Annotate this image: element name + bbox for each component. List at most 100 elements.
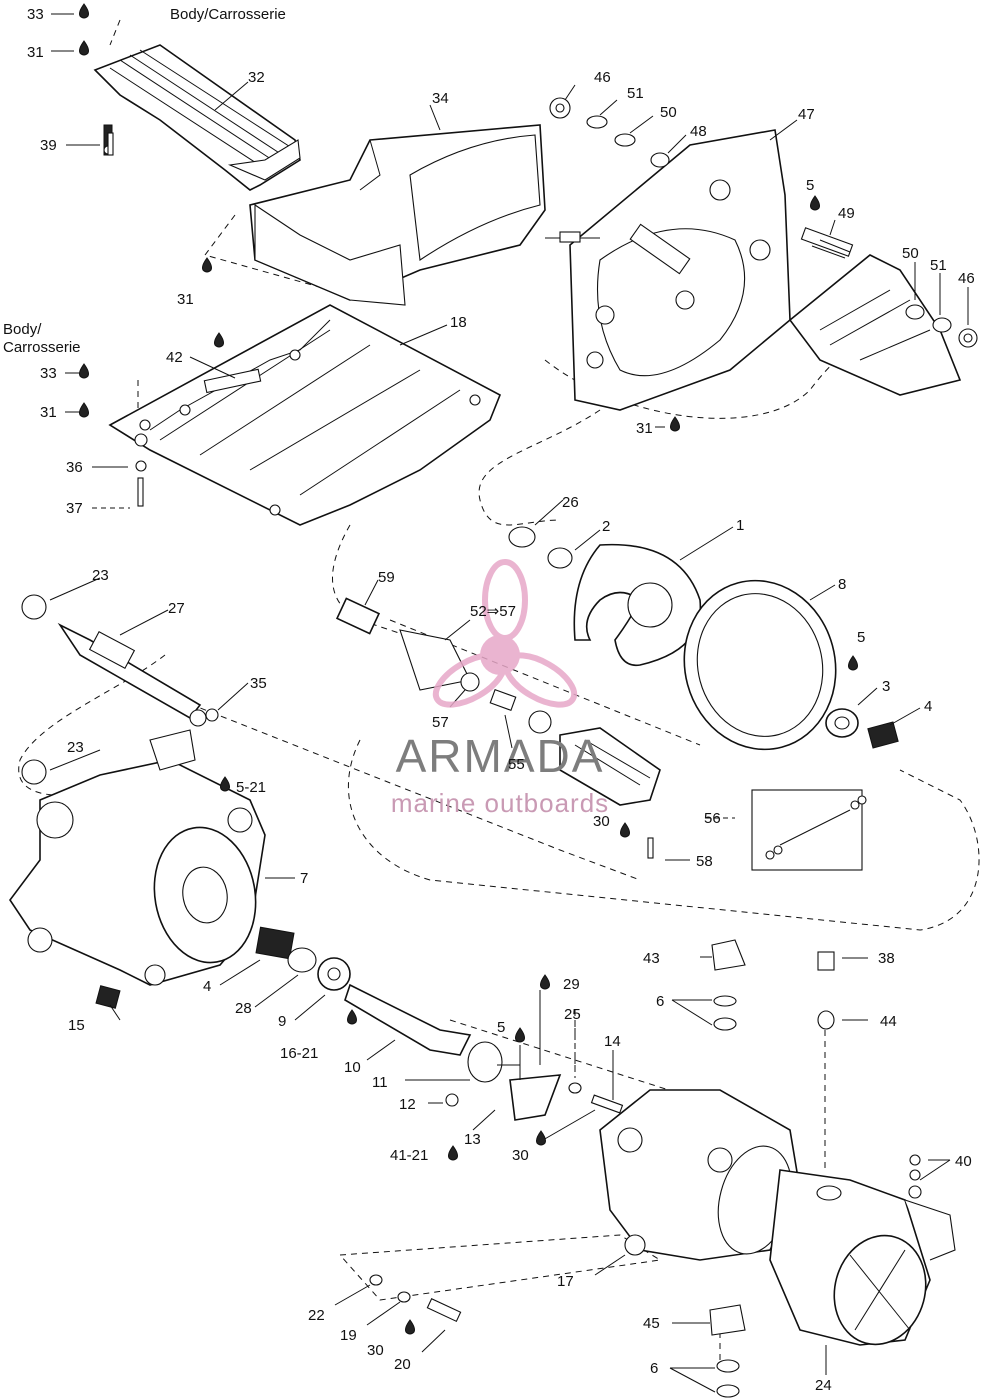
callout-5: 5: [857, 629, 865, 646]
callout-22: 22: [308, 1307, 325, 1324]
part-27-shaft: [21, 594, 219, 727]
part-49-bolt: [800, 227, 854, 259]
drop-icon: [810, 195, 820, 211]
callout-3: 3: [882, 678, 890, 695]
callout-43: 43: [643, 950, 660, 967]
callout-31: 31: [27, 44, 44, 61]
part-56-rail-assembly: [559, 727, 867, 871]
part-13-cone: [509, 1074, 624, 1121]
drop-icon: [79, 40, 89, 56]
part-32-vent-duct: [93, 44, 301, 191]
callout-34: 34: [432, 90, 449, 107]
callout-14: 14: [604, 1033, 621, 1050]
drop-icon: [448, 1145, 458, 1161]
callout-4: 4: [924, 698, 932, 715]
part-24-nozzle: [769, 1169, 956, 1346]
hardware-left: [107, 132, 654, 859]
callout-58: 58: [696, 853, 713, 870]
part-59-connector: [335, 597, 381, 635]
callout-40: 40: [955, 1153, 972, 1170]
callout-26: 26: [562, 494, 579, 511]
callout-45: 45: [643, 1315, 660, 1332]
body-label-top: Body/Carrosserie: [170, 6, 286, 23]
callout-11: 11: [372, 1074, 388, 1091]
callout-6: 6: [656, 993, 664, 1010]
callout-33: 33: [40, 365, 57, 382]
callout-35: 35: [250, 675, 267, 692]
drop-icon: [79, 402, 89, 418]
drop-icon: [620, 822, 630, 838]
callout-17: 17: [557, 1273, 574, 1290]
drop-icon: [347, 1009, 357, 1025]
callout-8: 8: [838, 576, 846, 593]
callout-57: 57: [432, 714, 449, 731]
callout-36: 36: [66, 459, 83, 476]
callout-7: 7: [300, 870, 308, 887]
drop-icon: [202, 257, 212, 273]
body-labels: Body/Carrosserie Body/ Carrosserie: [3, 6, 286, 356]
hardware-upper-right: [549, 97, 978, 348]
drop-icon: [214, 332, 224, 348]
callout-37: 37: [66, 500, 83, 517]
callout-16-21: 16-21: [280, 1045, 318, 1062]
callout-18: 18: [450, 314, 467, 331]
armada-watermark: ARMADA marine outboards: [391, 559, 609, 818]
callout-27: 27: [168, 600, 185, 617]
callout-49: 49: [838, 205, 855, 222]
callout-59: 59: [378, 569, 395, 586]
callout-39: 39: [40, 137, 57, 154]
callout-30: 30: [367, 1342, 384, 1359]
callout-56: 56: [704, 810, 721, 827]
callout-2: 2: [602, 518, 610, 535]
part-1-shield: [573, 543, 702, 667]
callout-51: 51: [930, 257, 947, 274]
part-34-cover: [249, 124, 546, 306]
callout-50: 50: [660, 104, 677, 121]
callout-29: 29: [563, 976, 580, 993]
part-8-wear-ring: [683, 579, 837, 751]
callout-1: 1: [736, 517, 744, 534]
callout-33: 33: [27, 6, 44, 23]
drop-icon: [848, 655, 858, 671]
parts-52-57-55: [399, 629, 552, 734]
part-47-housing-plate: [545, 129, 791, 411]
part-18-plate: [108, 304, 502, 526]
callout-51: 51: [627, 85, 644, 102]
callout-52-57: 52⇒57: [470, 603, 516, 620]
callout-31: 31: [40, 404, 57, 421]
propeller-logo-icon: [432, 559, 578, 708]
fasteners-right: [709, 939, 922, 1398]
callout-48: 48: [690, 123, 707, 140]
callout-23: 23: [92, 567, 109, 584]
drop-icon: [670, 416, 680, 432]
callout-15: 15: [68, 1017, 85, 1034]
callout-31: 31: [636, 420, 653, 437]
small-parts-bottom-left: [369, 1274, 462, 1323]
callout-50: 50: [902, 245, 919, 262]
callout-55: 55: [508, 756, 525, 773]
part-7-pump-housing: [9, 729, 266, 1009]
callout-9: 9: [278, 1013, 286, 1030]
callout-31: 31: [177, 291, 194, 308]
callout-6: 6: [650, 1360, 658, 1377]
callout-28: 28: [235, 1000, 252, 1017]
callout-4: 4: [203, 978, 211, 995]
callout-46: 46: [594, 69, 611, 86]
drop-icon: [536, 1130, 546, 1146]
impeller-shaft-parts: [255, 926, 503, 1107]
callout-47: 47: [798, 106, 815, 123]
callout-42: 42: [166, 349, 183, 366]
callout-25: 25: [564, 1006, 581, 1023]
callout-10: 10: [344, 1059, 361, 1076]
drop-icon: [515, 1027, 525, 1043]
droplet-icons: [79, 3, 858, 1335]
drop-icon: [540, 974, 550, 990]
watermark-tagline: marine outboards: [391, 788, 609, 818]
drop-icon: [79, 363, 89, 379]
leader-lines: [49, 13, 969, 1393]
callout-19: 19: [340, 1327, 357, 1344]
callout-numbers: 33 31 32 39 34 46 51 50 48 47 5 49 50 51…: [27, 6, 975, 1394]
drop-icon: [220, 776, 230, 792]
callout-44: 44: [880, 1013, 897, 1030]
